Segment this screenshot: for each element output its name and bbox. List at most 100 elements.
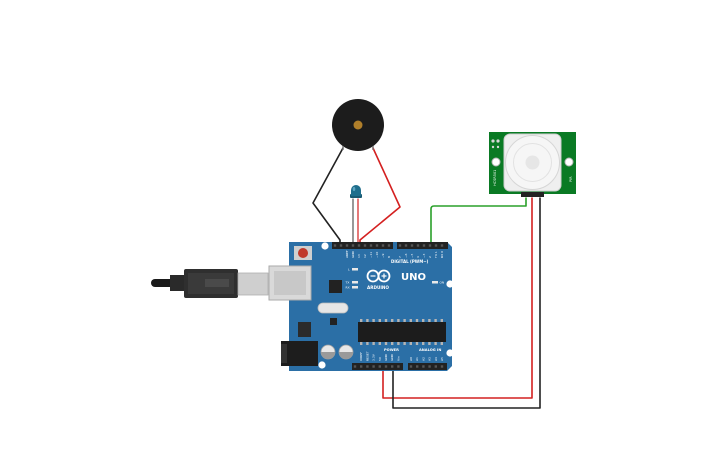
pin-hole (353, 365, 357, 368)
pin-hole (416, 365, 419, 368)
pin-hole (410, 244, 414, 247)
chip-pin (360, 342, 363, 345)
chip-pin (422, 342, 425, 345)
pir-mount-hole-right (564, 157, 574, 167)
buzzer-black-wire[interactable] (312, 147, 344, 247)
digital-header-right[interactable] (397, 242, 448, 249)
pin-hole (384, 365, 388, 368)
pin-hole (434, 244, 438, 247)
analog-pin-label: A1 (415, 357, 419, 361)
digital-pin-label: ~5 (410, 253, 414, 258)
pir-mount-hole-left (491, 157, 501, 167)
bottom-pin-holes (353, 365, 444, 368)
wires (312, 147, 541, 409)
pin-hole (351, 244, 355, 247)
digital-pin-label: ~9 (381, 253, 385, 258)
usb-plug-logo (205, 279, 229, 287)
pin-hole (440, 244, 444, 247)
pin-hole (416, 244, 420, 247)
pir-power-red-wire[interactable] (382, 197, 533, 399)
led-body (351, 185, 361, 196)
reset-button[interactable] (298, 248, 308, 258)
pir-pot-1[interactable] (491, 139, 495, 143)
pir-ground-black-wire[interactable] (392, 197, 541, 409)
usb-cable[interactable] (151, 269, 269, 298)
usb-b-port-inner (274, 271, 306, 295)
chip-pin (366, 342, 369, 345)
pir-dome-ring (513, 143, 552, 182)
analog-pin-label: A0 (409, 357, 413, 361)
analog-pin-label: A3 (428, 357, 432, 361)
pin-hole (375, 244, 379, 247)
power-pin-label: GND (390, 353, 394, 361)
pin-hole (369, 244, 373, 247)
digital-pin-label: ~6 (404, 253, 408, 258)
chip-pin (440, 342, 443, 345)
pir-pot-3 (491, 145, 495, 149)
pir-sensor[interactable]: HCSR501 PIR (489, 132, 576, 197)
pin-hole (339, 244, 343, 247)
chip-pins (360, 319, 443, 345)
chip-pin (440, 319, 443, 322)
chip-pin (397, 319, 400, 322)
digital-header-left[interactable] (332, 242, 393, 249)
buzzer-center (353, 120, 363, 130)
pir-signal-green-wire[interactable] (430, 197, 527, 247)
pin-hole (391, 365, 394, 368)
pin-hole (333, 244, 337, 247)
led-on (432, 281, 438, 284)
power-pin-label: RESET (365, 351, 369, 361)
usb-metal-connector (237, 272, 269, 296)
digital-pin-label: GND (351, 250, 355, 258)
pin-hole (378, 365, 381, 368)
led-l (352, 268, 358, 271)
usb-chip (329, 280, 342, 293)
digital-pin-label: AREF (345, 250, 349, 258)
chip-pin (372, 319, 375, 322)
mount-hole-bottom-right (446, 349, 454, 357)
analog-pin-label: A5 (440, 357, 444, 361)
pir-pot-2[interactable] (496, 139, 500, 143)
pin-hole (397, 365, 400, 368)
usb-strain-relief (170, 275, 186, 291)
digital-pin-label: TX 1 (434, 251, 438, 259)
pin-hole (387, 244, 391, 247)
power-jack[interactable] (281, 341, 318, 366)
pin-hole (409, 365, 413, 368)
chip-pin (391, 342, 394, 345)
power-header[interactable] (352, 363, 403, 370)
chip-pin (422, 319, 425, 322)
pin-hole (363, 244, 367, 247)
led-highlight (352, 187, 356, 191)
chip-pin (391, 319, 394, 322)
digital-pin-label: RX 0 (440, 251, 444, 258)
chip-pin (434, 319, 437, 322)
analog-header[interactable] (408, 363, 447, 370)
pin-hole (404, 244, 408, 247)
led[interactable] (350, 185, 362, 198)
buzzer-red-wire[interactable] (359, 147, 401, 247)
pin-hole (381, 244, 385, 247)
power-pin-label: 3.3V (372, 353, 376, 361)
digital-pin-label: 2 (428, 256, 432, 258)
chip-pin (409, 319, 412, 322)
voltage-regulator (298, 322, 311, 337)
chip-pin (372, 342, 375, 345)
chip-pin (428, 342, 431, 345)
analog-pin-label: A2 (421, 357, 425, 361)
digital-pin-label: 8 (387, 256, 391, 258)
arduino-logo (366, 269, 391, 283)
chip-pin (366, 319, 369, 322)
pin-hole (366, 365, 369, 368)
digital-pin-label: 13 (357, 254, 361, 258)
piezo-buzzer[interactable] (332, 99, 384, 151)
pin-hole (345, 244, 349, 247)
chip-pin (409, 342, 412, 345)
chip-pin (415, 342, 419, 345)
on-label: ON (440, 281, 445, 285)
pir-pin-header[interactable] (521, 192, 544, 197)
chip-pin (378, 342, 381, 345)
